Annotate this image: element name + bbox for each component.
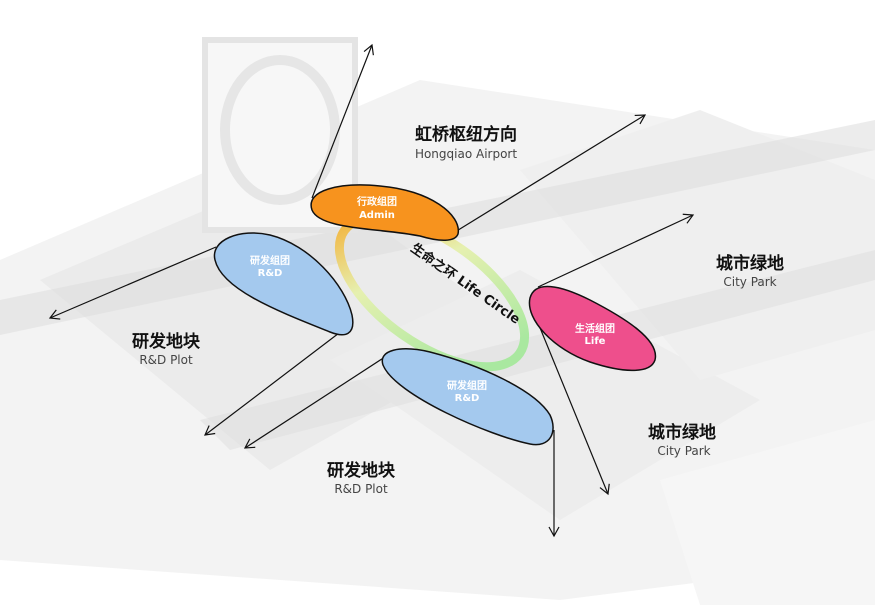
arrow-north	[311, 43, 374, 199]
svg-text:研发地块: 研发地块	[132, 331, 201, 352]
svg-text:R&D Plot: R&D Plot	[334, 482, 388, 496]
arrow-west	[48, 246, 217, 320]
svg-text:城市绿地: 城市绿地	[716, 253, 784, 274]
svg-text:研发组团: 研发组团	[447, 379, 487, 392]
svg-text:城市绿地: 城市绿地	[648, 422, 716, 443]
cluster-rnd-left: 研发组团 R&D	[213, 232, 354, 336]
svg-text:生活组团: 生活组团	[575, 322, 615, 335]
label-hongqiao: 虹桥枢纽方向 Hongqiao Airport	[415, 124, 517, 161]
direction-arrows	[48, 43, 695, 538]
arrow-southwest-2	[243, 354, 389, 449]
svg-text:研发地块: 研发地块	[327, 460, 396, 481]
label-park-upper: 城市绿地 City Park	[716, 253, 784, 289]
arrow-southwest-1	[204, 329, 344, 436]
svg-text:行政组团: 行政组团	[356, 195, 397, 208]
label-park-lower: 城市绿地 City Park	[648, 422, 716, 458]
arrow-hongqiao	[454, 114, 647, 233]
cluster-rnd-bottom: 研发组团 R&D	[381, 348, 554, 446]
svg-text:City Park: City Park	[723, 275, 776, 289]
svg-text:Hongqiao Airport: Hongqiao Airport	[415, 147, 517, 161]
svg-text:Admin: Admin	[359, 210, 395, 221]
svg-text:City Park: City Park	[657, 444, 710, 458]
arrow-city-park-lower	[535, 317, 610, 496]
cluster-admin: 行政组团 Admin	[310, 184, 459, 241]
svg-text:R&D Plot: R&D Plot	[139, 353, 193, 367]
svg-text:R&D: R&D	[455, 393, 480, 404]
svg-text:Life: Life	[585, 336, 606, 347]
svg-text:研发组团: 研发组团	[250, 254, 290, 267]
label-plot-left: 研发地块 R&D Plot	[132, 331, 201, 367]
cluster-life: 生活组团 Life	[528, 285, 657, 372]
arrow-city-park-upper	[537, 213, 695, 288]
label-plot-bottom: 研发地块 R&D Plot	[327, 460, 396, 496]
svg-text:R&D: R&D	[258, 268, 283, 279]
svg-text:虹桥枢纽方向: 虹桥枢纽方向	[415, 124, 517, 145]
